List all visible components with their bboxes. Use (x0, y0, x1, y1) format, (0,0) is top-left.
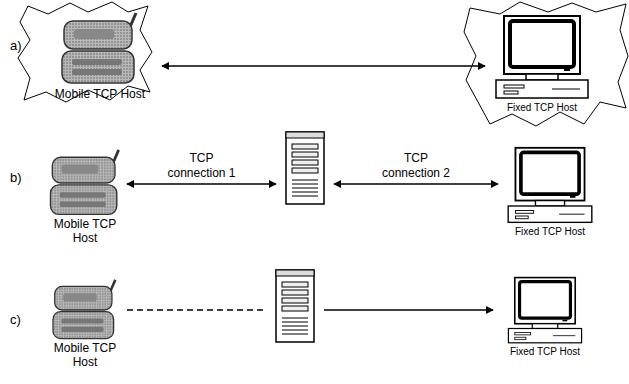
tcp-connection-arrow (162, 65, 485, 66)
mobile-burst-outline (18, 2, 152, 102)
mobile-phone-icon (48, 148, 123, 218)
host-node: Fixed TCP Host (500, 146, 600, 238)
row-label: c) (10, 312, 21, 327)
host-node: Mobile TCP Host (45, 148, 125, 246)
connection-label: TCP connection 2 (380, 151, 452, 180)
dashed-link (127, 309, 266, 310)
tcp-connection-arrow (334, 183, 498, 184)
row-label: b) (10, 170, 22, 185)
mobile-phone-icon (60, 10, 140, 88)
tcp-connection-arrow (127, 183, 276, 184)
fixed-burst-outline (464, 2, 628, 126)
host-label: Fixed TCP Host (495, 346, 595, 358)
desktop-computer-icon (504, 146, 596, 226)
desktop-computer-icon (499, 276, 591, 346)
proxy-server-node (278, 128, 332, 208)
row-label: a) (10, 38, 22, 53)
host-node: Mobile TCP Host (40, 10, 160, 102)
host-label: Mobile TCP Host (45, 342, 125, 370)
host-label: Fixed TCP Host (487, 102, 597, 114)
host-node: Fixed TCP Host (487, 14, 597, 114)
server-tower-icon (280, 128, 330, 208)
tcp-connection-arrow (324, 309, 493, 310)
host-label: Fixed TCP Host (500, 226, 600, 238)
host-node: Fixed TCP Host (495, 276, 595, 358)
host-label: Mobile TCP Host (40, 88, 160, 102)
connection-label: TCP connection 1 (166, 151, 238, 180)
host-node: Mobile TCP Host (45, 278, 125, 370)
desktop-computer-icon (492, 14, 592, 102)
server-tower-icon (270, 266, 320, 346)
host-label: Mobile TCP Host (45, 218, 125, 246)
mobile-phone-icon (50, 278, 120, 342)
proxy-server-node (268, 266, 322, 346)
